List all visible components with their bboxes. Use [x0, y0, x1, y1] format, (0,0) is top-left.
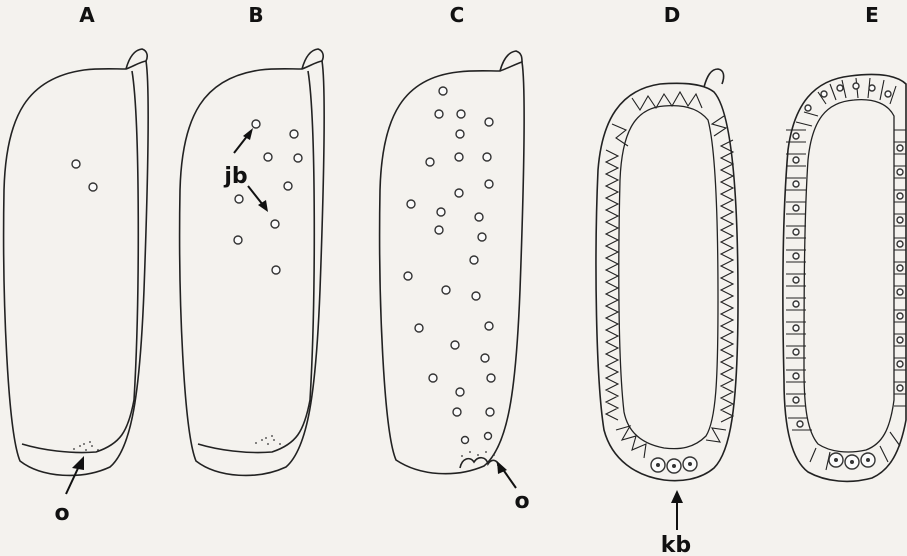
egg-b-nucleus	[234, 236, 242, 244]
egg-a-nucleus	[72, 160, 80, 168]
egg-c-nucleus	[451, 341, 459, 349]
egg-e-blastoderm-cells	[786, 78, 906, 470]
egg-a: o	[4, 49, 149, 526]
egg-a-inner-membrane	[22, 71, 138, 453]
egg-c-nucleus	[429, 374, 437, 382]
egg-b-pole-plasm	[255, 435, 281, 445]
egg-d-micropyle	[704, 69, 724, 87]
egg-b-nucleus	[252, 120, 260, 128]
egg-e-outer-outline	[783, 74, 906, 481]
callout-c-o: o	[514, 489, 529, 514]
egg-a-micropyle	[126, 49, 147, 69]
egg-b-nucleus	[290, 130, 298, 138]
egg-c-nucleus	[435, 110, 443, 118]
egg-c-nucleus	[485, 433, 492, 440]
egg-b-nucleus	[284, 182, 292, 190]
egg-e-inner-outline	[804, 100, 894, 452]
egg-c-nucleus	[453, 408, 461, 416]
panel-label-c: C	[450, 3, 465, 27]
egg-b-nucleus	[294, 154, 302, 162]
egg-c-nucleus	[487, 374, 495, 382]
egg-c-nucleus	[455, 189, 463, 197]
egg-c-nucleus	[435, 226, 443, 234]
egg-c-micropyle	[500, 51, 522, 71]
egg-e-pole-cells	[829, 453, 875, 469]
panel-label-b: B	[248, 3, 263, 27]
callout-a-o: o	[54, 501, 69, 526]
egg-c-pole-plasm	[461, 451, 495, 457]
egg-b-nucleus	[272, 266, 280, 274]
panel-label-e: E	[865, 3, 879, 27]
egg-c-nucleus	[485, 180, 493, 188]
panel-label-d: D	[664, 3, 681, 27]
callout-b-jb: jb	[223, 164, 247, 189]
egg-c-nucleus	[404, 272, 412, 280]
egg-b: jb	[180, 49, 325, 475]
egg-b-nucleus	[235, 195, 243, 203]
egg-c-nucleus	[462, 437, 469, 444]
egg-c-nucleus	[472, 292, 480, 300]
egg-c-shell	[380, 62, 525, 474]
egg-e	[783, 74, 906, 481]
egg-c-nucleus	[455, 153, 463, 161]
egg-b-micropyle	[302, 49, 323, 69]
egg-c-nucleus	[478, 233, 486, 241]
egg-b-arrow-jb-lower	[248, 186, 268, 212]
egg-c-nucleus	[481, 354, 489, 362]
egg-c-nucleus	[437, 208, 445, 216]
egg-c-nucleus	[442, 286, 450, 294]
callout-d-kb: kb	[661, 533, 691, 556]
egg-d-blastoderm-cells	[606, 92, 733, 458]
egg-c-nucleus	[439, 87, 447, 95]
egg-c: o	[380, 51, 530, 514]
egg-c-nucleus	[483, 153, 491, 161]
egg-c-nucleus	[470, 256, 478, 264]
egg-c-nucleus	[457, 110, 465, 118]
egg-b-nucleus	[271, 220, 279, 228]
egg-c-nucleus	[456, 388, 464, 396]
egg-d-pole-cells	[651, 457, 697, 473]
panel-label-a: A	[79, 3, 95, 27]
egg-a-pole-plasm	[73, 441, 99, 451]
egg-d: kb	[596, 69, 738, 556]
egg-d-outer-outline	[596, 83, 738, 480]
egg-b-arrow-jb-upper	[234, 128, 253, 153]
egg-c-nucleus	[456, 130, 464, 138]
egg-c-pole-cells	[460, 458, 498, 468]
egg-c-arrow-o	[497, 461, 516, 488]
egg-e-cell-nuclei	[793, 83, 903, 427]
egg-c-nucleus	[485, 322, 493, 330]
egg-a-nucleus	[89, 183, 97, 191]
egg-c-nucleus	[475, 213, 483, 221]
egg-c-nucleus	[426, 158, 434, 166]
egg-d-arrow-kb	[671, 490, 683, 530]
egg-d-inner-outline	[619, 106, 718, 449]
egg-c-nucleus	[407, 200, 415, 208]
egg-c-nucleus	[415, 324, 423, 332]
egg-c-nucleus	[486, 408, 494, 416]
egg-a-shell	[4, 61, 149, 475]
egg-b-nucleus	[264, 153, 272, 161]
egg-c-nucleus	[485, 118, 493, 126]
